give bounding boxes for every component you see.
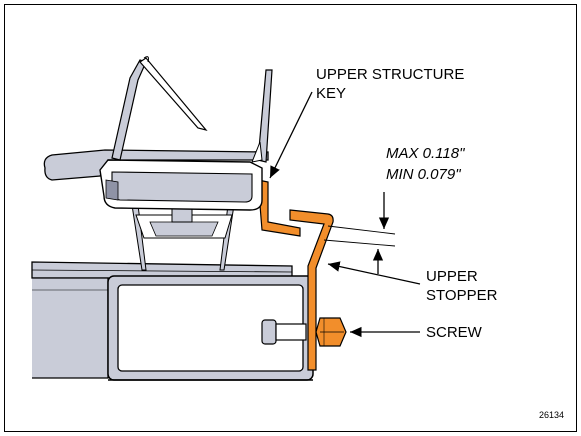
label-min-dimension: MIN 0.079" [386,166,461,183]
label-upper-stopper-2: STOPPER [426,287,498,304]
screw-shaft [261,319,307,345]
leader-upper-stopper [327,261,421,285]
label-screw: SCREW [426,324,483,341]
dimension-lines [323,225,396,247]
label-upper-structure-key-2: KEY [316,85,346,102]
leader-upper-structure-key [269,91,313,179]
upper-structure-key [257,179,301,237]
label-upper-structure-key-1: UPPER STRUCTURE [316,66,464,83]
screw-head [315,317,347,347]
lower-rail [31,261,293,379]
dimension-arrows [372,192,390,274]
figure-number: 26134 [539,410,564,420]
seat-arms [111,56,273,163]
label-max-dimension: MAX 0.118" [386,145,465,162]
seat-frame [43,149,269,211]
upper-stopper [289,209,334,371]
seat-legs [131,204,235,271]
label-upper-stopper-1: UPPER [426,268,478,285]
